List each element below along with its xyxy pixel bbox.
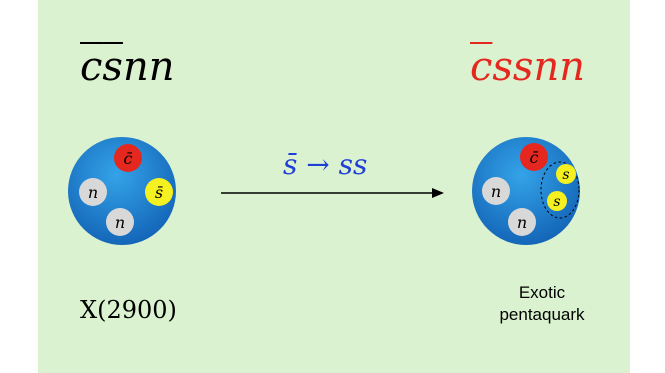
left-quark-n1: n	[79, 178, 107, 206]
right-quark-s1: s	[556, 164, 576, 184]
svg-text:n: n	[115, 213, 125, 232]
svg-text:s: s	[562, 167, 569, 183]
left-quark-sbar: s̄	[145, 178, 173, 206]
left-hadron: c̄ s̄ n n	[68, 137, 176, 245]
left-hadron-name: X(2900)	[80, 296, 177, 324]
left-quark-n2: n	[106, 208, 134, 236]
svg-text:n: n	[517, 213, 527, 232]
right-quark-formula: cssnn	[470, 44, 585, 90]
right-quark-n1: n	[482, 177, 510, 205]
svg-text:c̄: c̄	[124, 149, 133, 168]
svg-text:s: s	[553, 194, 560, 210]
right-hadron-caption: Exotic pentaquark	[482, 282, 602, 326]
svg-text:n: n	[88, 183, 98, 202]
ss-pair-outline	[540, 161, 580, 219]
svg-text:s̄: s̄	[155, 183, 163, 202]
svg-text:n: n	[491, 182, 501, 201]
caption-line-1: Exotic	[518, 283, 566, 302]
left-quark-cbar: c̄	[114, 144, 142, 172]
svg-text:c̄: c̄	[530, 148, 539, 167]
caption-line-2: pentaquark	[499, 305, 585, 324]
right-quark-n2: n	[508, 208, 536, 236]
left-hadron-sphere	[68, 137, 176, 245]
transition-label: s̄ → ss	[283, 148, 368, 181]
right-hadron-sphere	[472, 137, 580, 245]
right-hadron: c̄ s s n n	[472, 137, 580, 245]
right-quark-s2: s	[547, 191, 567, 211]
right-quark-cbar: c̄	[520, 143, 548, 171]
left-quark-formula: csnn	[80, 44, 175, 90]
